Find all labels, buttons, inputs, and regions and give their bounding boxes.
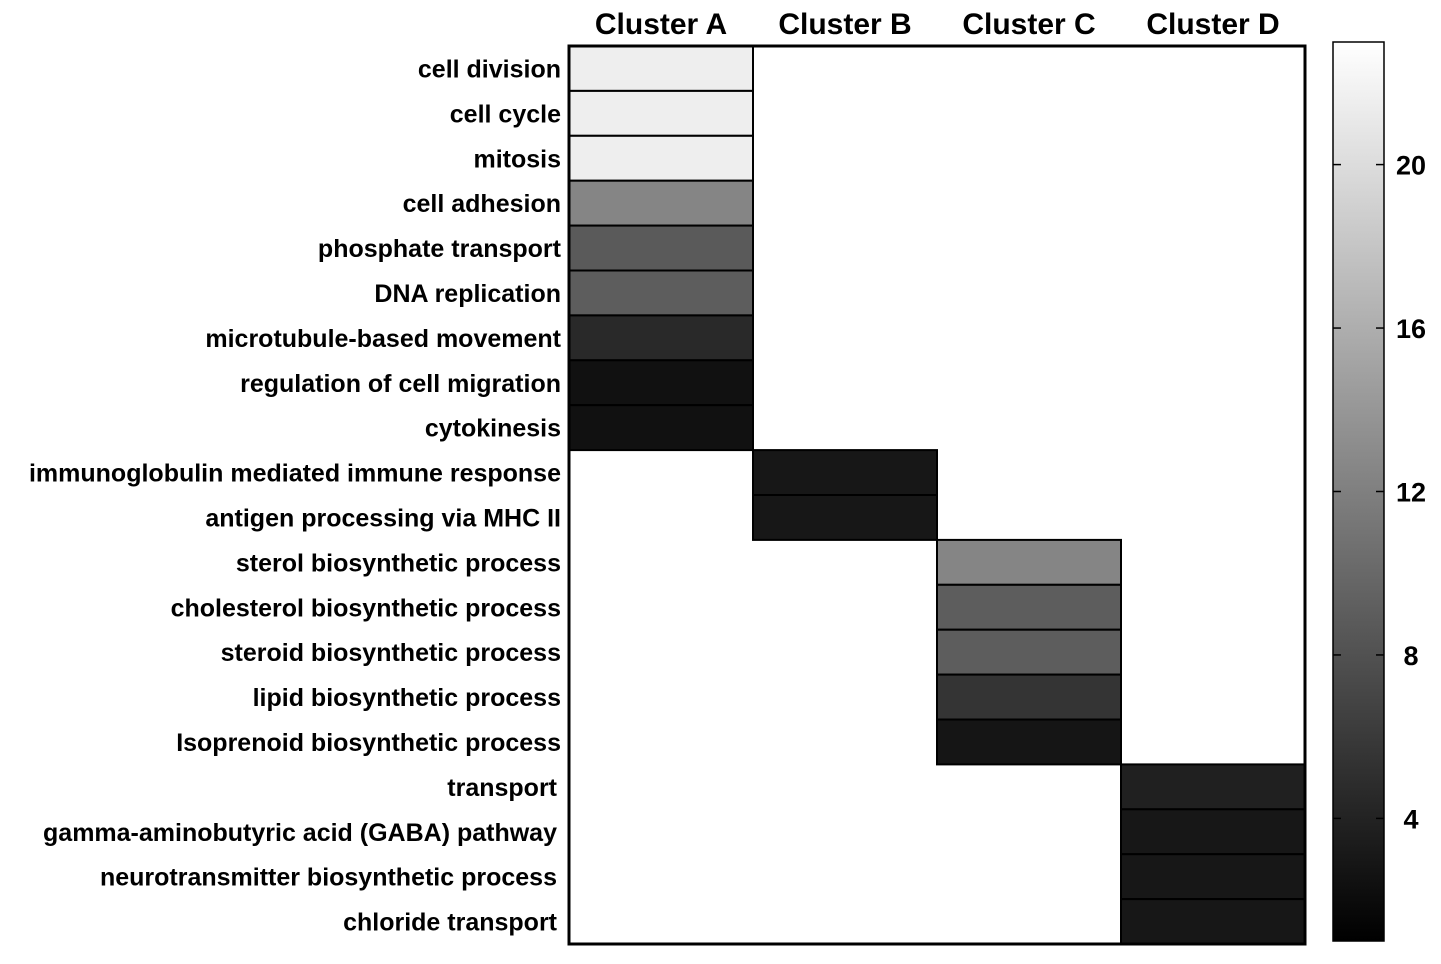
heatmap-cell-14	[936, 673, 1122, 721]
heatmap-cell-8	[568, 404, 754, 452]
heatmap-cell-2	[568, 134, 754, 182]
row-label-20: chloride transport	[343, 909, 558, 937]
colorbar-tick-label-20: 20	[1396, 151, 1426, 181]
heatmap-cell-6	[568, 314, 754, 362]
row-label-12: sterol biosynthetic process	[236, 549, 561, 577]
row-label-4: cell adhesion	[403, 190, 561, 218]
heatmap-cell-18	[1120, 853, 1306, 901]
heatmap-cell-4	[568, 224, 754, 272]
heatmap-cell-7	[568, 359, 754, 407]
heatmap-cell-12	[936, 583, 1122, 631]
heatmap-cell-1	[568, 89, 754, 137]
column-label-2: Cluster B	[778, 8, 911, 41]
heatmap-cell-10	[752, 494, 938, 541]
row-label-1: cell division	[418, 55, 561, 83]
column-label-3: Cluster C	[962, 8, 1095, 41]
row-label-14: steroid biosynthetic process	[221, 639, 561, 667]
heatmap-cell-16	[1120, 763, 1306, 811]
row-label-2: cell cycle	[450, 100, 561, 128]
row-label-19: neurotransmitter biosynthetic process	[100, 864, 557, 892]
row-label-16: Isoprenoid biosynthetic process	[176, 729, 561, 757]
heatmap-cell-19	[1120, 898, 1306, 945]
row-label-11: antigen processing via MHC II	[205, 504, 561, 532]
heatmap-cell-13	[936, 628, 1122, 676]
row-label-17: transport	[447, 774, 557, 802]
heatmap-cell-15	[936, 718, 1122, 766]
row-label-9: cytokinesis	[425, 415, 561, 443]
colorbar-tick-label-4: 4	[1403, 804, 1418, 834]
colorbar	[1332, 41, 1385, 942]
row-label-7: microtubule-based movement	[205, 325, 561, 353]
row-label-5: phosphate transport	[318, 235, 562, 263]
heatmap-cell-0	[568, 45, 754, 92]
row-label-3: mitosis	[473, 145, 561, 173]
heatmap-cell-9	[752, 449, 938, 497]
colorbar-tick-label-12: 12	[1396, 478, 1426, 508]
column-label-4: Cluster D	[1146, 8, 1279, 41]
column-label-1: Cluster A	[595, 8, 727, 41]
heatmap-cell-3	[568, 179, 754, 227]
row-label-6: DNA replication	[374, 280, 561, 308]
row-label-10: immunoglobulin mediated immune response	[29, 460, 561, 488]
heatmap-cell-17	[1120, 808, 1306, 856]
row-label-13: cholesterol biosynthetic process	[171, 594, 561, 622]
heatmap-cell-11	[936, 538, 1122, 586]
heatmap-frame	[567, 44, 1307, 946]
row-label-8: regulation of cell migration	[240, 370, 561, 398]
colorbar-tick-label-8: 8	[1403, 641, 1418, 671]
heatmap-cell-5	[568, 269, 754, 317]
colorbar-tick-label-16: 16	[1396, 314, 1426, 344]
row-label-15: lipid biosynthetic process	[253, 684, 561, 712]
row-label-18: gamma-aminobutyric acid (GABA) pathway	[43, 819, 557, 847]
